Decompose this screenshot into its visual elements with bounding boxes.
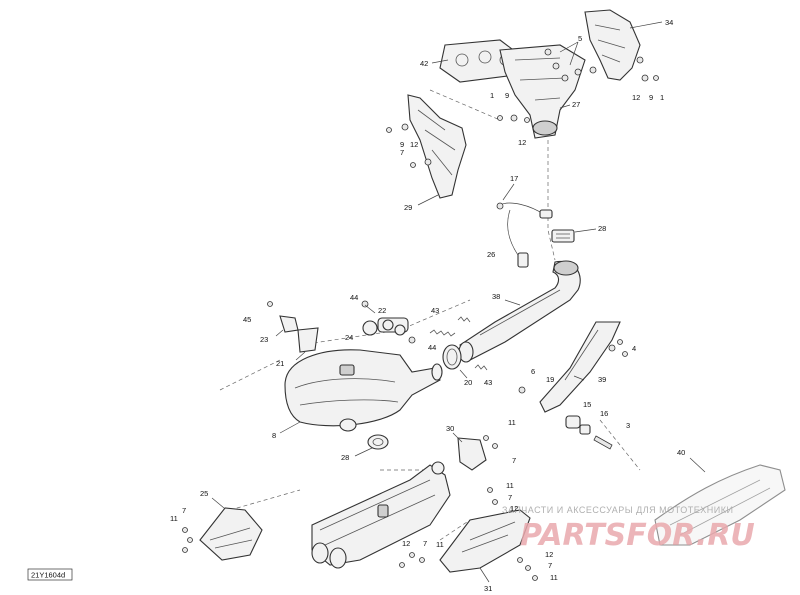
callout: 25 [200,489,208,498]
callout: 1 [490,91,494,100]
drawing-code-box: 21Y1604d [27,568,73,581]
callout: 7 [548,561,552,570]
callout: 11 [508,418,516,427]
watermark-caption: ЗАПЧАСТИ И АКСЕССУАРЫ ДЛЯ МОТОТЕХНИКИ [502,505,733,515]
callout: 24 [345,333,353,342]
callout: 15 [583,400,591,409]
callout: 7 [512,456,516,465]
callout: 11 [170,514,178,523]
oxygen-sensor[interactable] [496,202,553,268]
callout: 17 [510,174,518,183]
drawing-code: 21Y1604d [31,571,65,580]
callout: 12 [510,504,518,513]
callout: 42 [420,59,428,68]
heat-shield-left-fasteners[interactable] [386,123,432,168]
callout: 11 [436,540,444,549]
callout: 26 [487,250,495,259]
manifold-fasteners[interactable] [497,48,659,123]
callout: 11 [550,573,558,582]
hanger-rubbers[interactable] [361,300,416,344]
callout: 4 [632,344,636,353]
callout: 12 [518,138,526,147]
callout: 7 [508,493,512,502]
sensor-connector[interactable] [551,229,575,243]
callout: 43 [431,306,439,315]
callout: 21 [276,359,284,368]
callout: 27 [572,100,580,109]
callout: 9 [649,93,653,102]
exhaust-manifold[interactable] [499,44,586,139]
callout: 1 [660,93,664,102]
callout: 9 [505,91,509,100]
callout: 34 [665,18,673,27]
callout: 31 [484,584,492,593]
grommet-sleeve-bolt[interactable] [565,415,613,450]
pipe-clamp[interactable] [442,344,462,370]
support-arm-fasteners[interactable] [518,339,628,394]
muffler-support-arm[interactable] [539,321,621,413]
callout: 43 [484,378,492,387]
callout: 12 [632,93,640,102]
callout: 6 [531,367,535,376]
callout-labels: 34 42 5 12 9 1 1 9 27 12 7 9 12 29 17 28… [170,18,685,593]
tail-cover-ghost [654,464,786,546]
callout: 16 [600,409,608,418]
heat-shield-left[interactable] [407,94,467,199]
callout: 29 [404,203,412,212]
callout: 28 [341,453,349,462]
callout: 5 [578,34,582,43]
callout: 30 [446,424,454,433]
callout: 19 [546,375,554,384]
callout: 3 [626,421,630,430]
muffler-end-cap[interactable] [182,507,263,561]
watermark: ЗАПЧАСТИ И АКСЕССУАРЫ ДЛЯ МОТОТЕХНИКИ PA… [502,505,755,553]
rubber-mount[interactable] [297,327,319,353]
callout: 22 [378,306,386,315]
callout: 7 [400,148,404,157]
callout: 38 [492,292,500,301]
callout: 9 [400,140,404,149]
callout: 28 [598,224,606,233]
exhaust-springs[interactable] [429,316,488,371]
front-muffler[interactable] [284,349,443,432]
callout: 40 [677,448,685,457]
muffler-bracket[interactable] [267,301,299,333]
callout: 39 [598,375,606,384]
callout: 11 [506,481,514,490]
callout: 23 [260,335,268,344]
callout: 12 [410,140,418,149]
callout: 44 [350,293,358,302]
callout: 12 [545,550,553,559]
heat-shield-upper-right[interactable] [584,9,641,81]
callout: 45 [243,315,251,324]
small-heat-guard[interactable] [457,435,498,471]
callout: 12 [402,539,410,548]
callout: 20 [464,378,472,387]
callout: 7 [423,539,427,548]
exhaust-pipe[interactable] [458,260,581,363]
callout: 7 [182,506,186,515]
muffler-clamp[interactable] [367,434,389,450]
watermark-logo: PARTSFOR.RU [520,518,755,553]
callout: 44 [428,343,436,352]
rear-heat-shield-fasteners[interactable] [399,487,538,581]
rear-muffler[interactable] [311,461,451,569]
callout: 8 [272,431,276,440]
rear-heat-shield[interactable] [439,509,531,573]
